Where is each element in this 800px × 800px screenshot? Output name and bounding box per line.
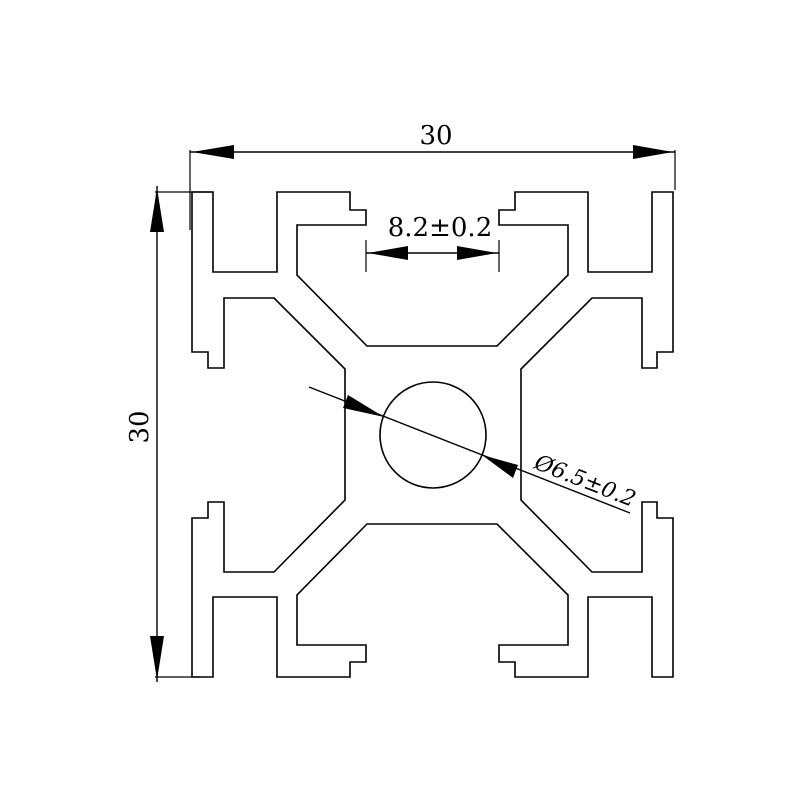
slot-arrow-left xyxy=(368,246,408,260)
slot-arrow-right xyxy=(457,246,497,260)
bore-arrow-right xyxy=(482,455,518,478)
profile-top-left-corner xyxy=(191,191,674,678)
height-dimension: 30 xyxy=(125,186,212,682)
width-arrow-left xyxy=(192,145,234,159)
height-arrow-bottom xyxy=(150,636,164,680)
bore-arrow-left xyxy=(343,395,384,417)
bore-diameter-dimension: Ø6.5±0.2 xyxy=(308,386,639,514)
height-dimension-label: 30 xyxy=(125,410,155,443)
width-arrow-right xyxy=(633,145,673,159)
center-bore xyxy=(379,381,487,489)
bore-dimension-label: Ø6.5±0.2 xyxy=(530,450,639,513)
width-dimension: 30 xyxy=(189,121,676,230)
height-arrow-top xyxy=(150,188,164,232)
slot-dimension-label: 8.2±0.2 xyxy=(388,213,492,243)
width-dimension-label: 30 xyxy=(419,121,452,151)
slot-width-dimension: 8.2±0.2 xyxy=(365,213,500,272)
profile-outline xyxy=(191,191,674,678)
